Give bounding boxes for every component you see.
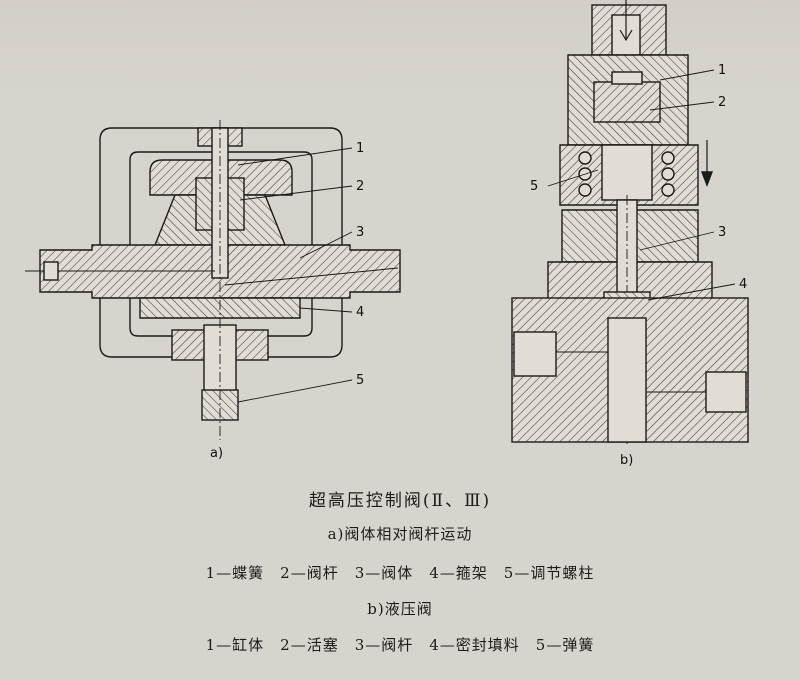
spring-coils: [578, 151, 675, 197]
callout-b-5: 5: [530, 179, 538, 194]
right-bore: [224, 267, 399, 286]
diagram-b-sublabel: b): [620, 453, 633, 468]
piston: [593, 81, 661, 123]
callout-b-2: 2: [718, 95, 726, 110]
callout-b-1: 1: [718, 63, 726, 78]
callout-b-3: 3: [718, 225, 726, 240]
diagram-a: [25, 120, 401, 440]
frame-inner: [129, 151, 313, 337]
caption-b-parts: 1—缸体 2—活塞 3—阀杆 4—密封填料 5—弹簧: [205, 636, 595, 654]
diagram-b: [511, 0, 749, 445]
callout-a-5: 5: [356, 373, 364, 388]
callout-b-4: 4: [739, 277, 747, 292]
callout-a-3: 3: [356, 225, 364, 240]
diagram-b-callouts: 1 2 5 3 4 b): [530, 63, 747, 468]
frame-outer: [99, 127, 343, 358]
callout-a-4: 4: [356, 305, 364, 320]
callout-a-2: 2: [356, 179, 364, 194]
callout-a-1: 1: [356, 141, 364, 156]
caption-a-parts: 1—蝶簧 2—阀杆 3—阀体 4—箍架 5—调节螺柱: [205, 564, 595, 582]
caption-b-desc: b)液压阀: [367, 600, 433, 618]
figure-title: 超高压控制阀(Ⅱ、Ⅲ): [308, 491, 492, 511]
diagram-a-sublabel: a): [210, 446, 223, 461]
caption-a-desc: a)阀体相对阀杆运动: [327, 525, 473, 543]
diagram-a-callouts: 1 2 3 4 5 a): [210, 141, 364, 461]
